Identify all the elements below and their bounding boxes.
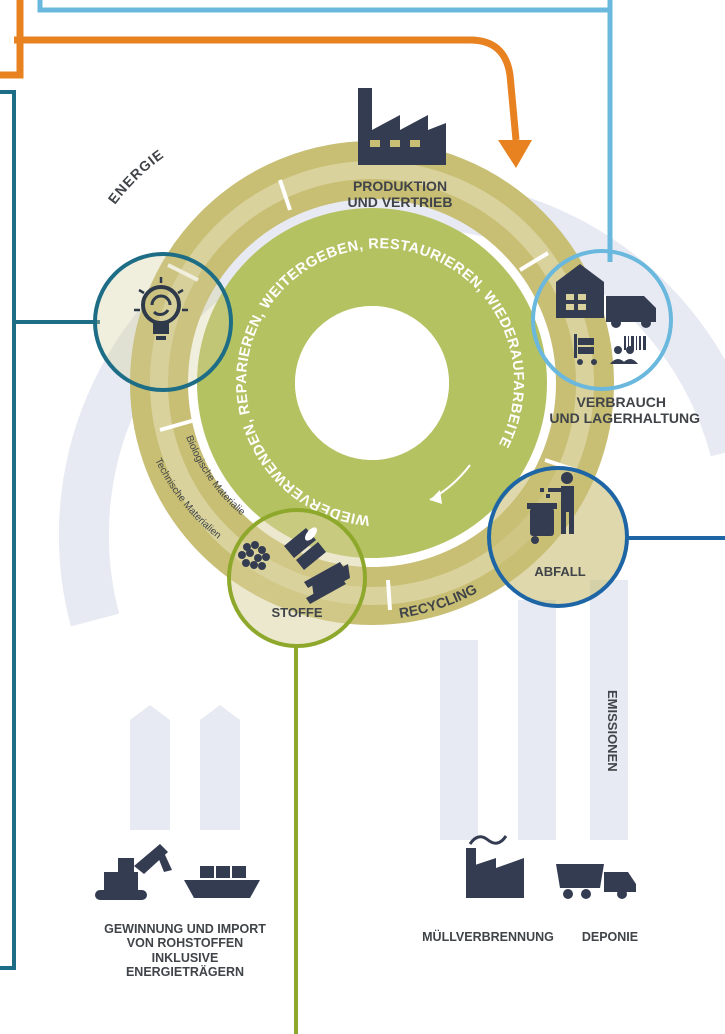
cargo-ship-icon (184, 866, 260, 898)
gewinnung-label: GEWINNUNG UND IMPORT VON ROHSTOFFEN INKL… (104, 922, 266, 980)
svg-text:ENERGIE: ENERGIE (105, 146, 167, 207)
orange-arrow (0, 0, 532, 168)
muellverbrennung-label: MÜLLVERBRENNUNG (422, 930, 554, 944)
energie-label: ENERGIE (105, 146, 166, 207)
gravel-icon (238, 541, 270, 570)
abfall-circle (487, 466, 629, 608)
pallet-trolley-icon (574, 334, 597, 365)
stoffe-label: STOFFE (271, 605, 323, 620)
verbrauch-circle (531, 249, 673, 391)
waste-bin-person-icon (527, 472, 574, 544)
excavator-icon (95, 844, 172, 900)
dump-truck-icon (556, 864, 636, 899)
abfall-label: ABFALL (534, 564, 586, 579)
emissionen-label: EMISSIONEN (605, 690, 620, 772)
verbrauch-label: VERBRAUCH UND LAGERHALTUNG (549, 394, 700, 427)
lightbulb-recycle-icon (134, 277, 188, 340)
pipes-icon (284, 527, 326, 570)
teal-bracket (0, 90, 100, 970)
deponie-label: DEPONIE (581, 930, 639, 944)
barcode-icon (624, 336, 646, 350)
warehouse-icon (556, 264, 604, 318)
produktion-label: PRODUKTION UND VERTRIEB (347, 178, 453, 211)
delivery-van-icon (606, 296, 656, 328)
stoffe-circle (227, 508, 367, 648)
light-blue-connector (37, 0, 613, 262)
steel-beam-icon (304, 562, 350, 604)
people-icon (610, 346, 638, 364)
incinerator-icon (466, 835, 524, 898)
factory-icon (358, 88, 446, 165)
